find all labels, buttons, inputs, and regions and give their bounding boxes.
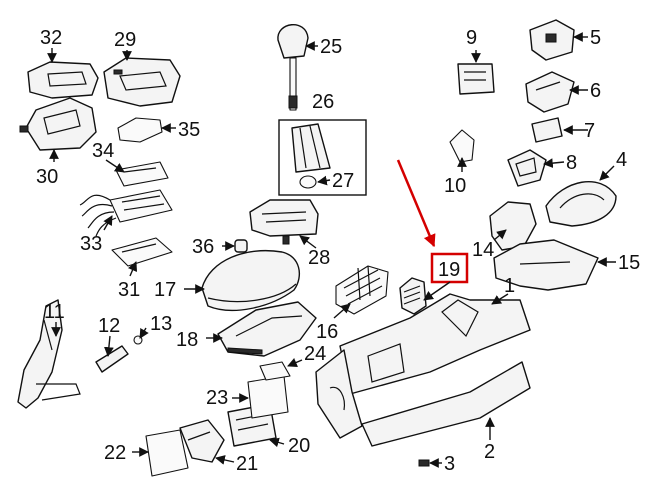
- label-18: 18: [176, 329, 198, 351]
- part-12-handle: [95, 345, 129, 373]
- part-10-bracket: [449, 129, 475, 163]
- label-23: 23: [206, 387, 228, 409]
- label-22: 22: [104, 442, 126, 464]
- label-28: 28: [308, 247, 330, 269]
- part-34-indicator-plate: [115, 161, 169, 187]
- part-2-side-panel: [361, 361, 531, 447]
- label-3: 3: [444, 453, 455, 475]
- label-14: 14: [472, 239, 494, 261]
- label-2: 2: [484, 441, 495, 463]
- label-5: 5: [590, 27, 601, 49]
- label-1: 1: [504, 275, 515, 297]
- label-20: 20: [288, 435, 310, 457]
- label-35: 35: [178, 119, 200, 141]
- part-19-clip: [399, 277, 427, 315]
- part-18-armrest-base: [217, 301, 317, 357]
- part-24-cover: [259, 361, 291, 381]
- part-16-bracket: [335, 265, 389, 315]
- label-13: 13: [150, 313, 172, 335]
- part-31-indicator-base: [111, 237, 173, 267]
- leader-lines: [47, 32, 616, 468]
- label-30: 30: [36, 166, 58, 188]
- part-21-holder: [179, 419, 225, 463]
- label-27: 27: [332, 170, 354, 192]
- part-1-center-console: [315, 293, 531, 439]
- part-25-shift-knob: [277, 23, 309, 111]
- part-17-armrest-lid: [201, 249, 301, 312]
- label-16: 16: [316, 321, 338, 343]
- part-7-insert: [531, 117, 563, 143]
- part-9-clip: [457, 63, 495, 95]
- label-10: 10: [444, 175, 466, 197]
- label-21: 21: [236, 453, 258, 475]
- label-33: 33: [80, 233, 102, 255]
- label-31: 31: [118, 279, 140, 301]
- part-5-cupholder-insert: [529, 19, 575, 61]
- part-29-shift-cover: [103, 57, 181, 107]
- part-15-trim: [493, 239, 599, 291]
- part-22-mat: [145, 429, 189, 477]
- label-32: 32: [40, 27, 62, 49]
- part-4-trim-panel: [545, 180, 617, 227]
- highlight-19: [396, 159, 469, 301]
- label-29: 29: [114, 29, 136, 51]
- part-28-shift-base: [249, 199, 319, 245]
- part-36-clip: [234, 239, 248, 253]
- part-35-cover-plate: [117, 117, 163, 143]
- label-15: 15: [618, 252, 640, 274]
- label-12: 12: [98, 315, 120, 337]
- label-19: 19: [438, 259, 460, 281]
- label-26: 26: [312, 91, 334, 113]
- label-34: 34: [92, 140, 114, 162]
- label-17: 17: [154, 279, 176, 301]
- part-numbers: 32 29 30 35 34 33 31 25 26 27 28 36 17 1…: [36, 27, 640, 475]
- label-4: 4: [616, 149, 627, 171]
- label-11: 11: [44, 301, 65, 323]
- part-33-indicator-harness: [79, 189, 173, 237]
- part-3-bolt: [418, 459, 430, 467]
- label-9: 9: [466, 27, 477, 49]
- part-30-shift-housing: [19, 97, 97, 151]
- part-23-insert: [247, 375, 289, 419]
- part-8-holder: [507, 149, 547, 187]
- label-25: 25: [320, 36, 342, 58]
- part-6-cupholder: [525, 71, 575, 113]
- label-8: 8: [566, 152, 577, 174]
- label-7: 7: [584, 120, 595, 142]
- label-6: 6: [590, 80, 601, 102]
- label-24: 24: [304, 343, 326, 365]
- part-26-boot-group: [278, 119, 367, 196]
- part-11-lever: [17, 299, 81, 409]
- part-32-shift-bezel: [27, 61, 99, 99]
- label-36: 36: [192, 236, 214, 258]
